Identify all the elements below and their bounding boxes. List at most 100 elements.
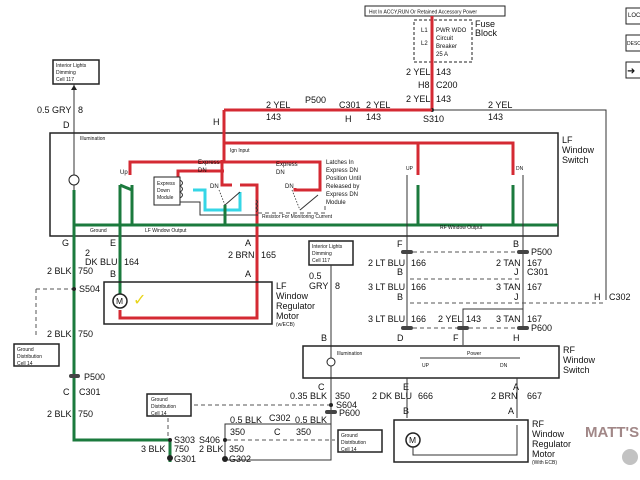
wire-143-e: 143 [488,112,503,122]
wire-brn-lf: 2 BRN [228,250,255,260]
gry-wire-8-rf [225,265,332,461]
interior-lights-cell-top[interactable] [52,59,100,85]
conn-c301-rf: C301 [527,267,549,277]
wire-143-a: 143 [436,67,451,77]
module-line-3: Module [157,195,174,201]
lf-motor-sub: (w/ECB) [276,322,295,328]
loc-icon[interactable] [625,7,640,25]
wire-166-b: 166 [411,282,426,292]
splice-dot-s504 [72,287,76,291]
splice-s303: S303 [174,435,195,445]
yel-143-to-rf [462,308,523,345]
arrow-up-icon [71,85,77,90]
resistor-note: Resistor For Monitoring Current [262,214,333,220]
wire-2yel-d: 2 YEL [366,100,390,110]
conn-h8: H8 [418,80,430,90]
bus-143-black [432,109,607,300]
conn-c301-top: C301 [339,100,361,110]
gdr-2: Distribution [341,440,366,446]
pin-h-top: H [345,114,352,124]
lf-motor-box[interactable] [103,281,273,325]
power-note-box [364,5,506,17]
pin-b-c302: B [397,292,403,302]
desc-icon[interactable] [625,34,640,52]
ground-wire-750 [72,190,170,442]
lf-dn-label: DN [210,184,219,190]
cell-117-line3: Cell 117 [56,77,74,83]
resistor-dash [258,205,326,214]
p500-lf-symbol [69,374,80,378]
arrow-icon[interactable] [625,61,640,79]
gdl-2: Distribution [17,354,42,360]
fuse-block-label-1: Fuse [475,19,495,29]
wire-blk05-b: 0.5 BLK [295,415,327,425]
rf-switch-label-1: RF [563,345,575,355]
pin-f-top: F [397,239,403,249]
lf-red-express [224,160,322,192]
pin-b-rfm: B [403,406,409,416]
latch-note-2: Express DN [326,168,358,174]
rf-motor-box[interactable] [393,419,529,463]
ign-input-label: Ign Input [230,148,250,154]
splice-s406: S406 [199,435,220,445]
pin-h-c302: H [594,292,601,302]
wire-350-d: 350 [229,444,244,454]
lf-window-switch-box[interactable] [49,132,559,237]
p600-rf-symbol [325,410,337,414]
lf-motor-label-2: Window [276,291,309,301]
pin-a-rf: A [513,382,519,392]
lf-red-up-feed [128,110,226,175]
rf-dn-label: DN [516,166,524,172]
pin-d-lf: D [63,120,70,130]
conn-p500-top: P500 [305,95,326,105]
p600-d-symbol [401,326,413,330]
pin-b-lf: B [110,269,116,279]
wire-165: 165 [261,250,276,260]
wire-tan-2: 2 TAN [496,258,521,268]
wire-143-b: 143 [436,94,451,104]
ground-dist-cell-right[interactable] [337,429,383,453]
rf-up-sw-label: UP [422,363,430,369]
rf-dn-sw-label: DN [500,363,508,369]
lf-up-label: Up [120,170,128,176]
desc-icon-text: DESC [627,41,640,47]
conn-p600-rf: P600 [531,323,552,333]
wire-750-4: 750 [174,444,189,454]
rf-motor-label-1: RF [532,419,544,429]
conn-c302-rf: C302 [609,292,631,302]
rf-window-switch-box[interactable] [302,345,560,379]
gdm-3: Cell 14 [151,411,167,417]
module-line-1: Express [157,181,176,187]
wire-2yel-a: 2 YEL [406,67,430,77]
express-dn-2a: Express [276,162,298,168]
wire-2yel-rf: 2 YEL [438,314,462,324]
latch-note-3: Position Until [326,176,361,182]
power-note: Hot In ACCY,RUN Or Retained Accessory Po… [369,10,477,16]
checkmark-icon: ✓ [133,292,146,309]
ground-dist-cell-left[interactable] [13,343,60,367]
module-line-2: Down [157,188,170,194]
lf-switch-label-1: LF [562,135,573,145]
pin-a-lf: A [245,238,251,248]
pin-c-c302: C [274,427,281,437]
lf-motor-symbol: M [116,296,123,306]
wire-blk-2: 2 BLK [47,329,72,339]
splice-s504: S504 [79,284,100,294]
breaker-line-3: Breaker [436,44,457,50]
pin-b-top: B [513,239,519,249]
ground-dist-cell-mid[interactable] [146,393,192,417]
gdr-3: Cell 14 [341,447,357,453]
wire-tan-3b: 3 TAN [496,314,521,324]
lf-motor-label-1: LF [276,281,287,291]
wire-166-c: 166 [411,314,426,324]
rf-motor-internal [412,425,518,456]
pin-h-rf: H [513,333,520,343]
rf-power-label: Power [467,351,482,357]
wire-2yel-c: 2 YEL [266,100,290,110]
rf-output-label: RF Window Output [440,225,483,231]
rf-illumination-label: Illumination [337,351,363,357]
lf-illumination-label: Illumination [80,136,106,142]
wire-blk-2b: 2 BLK [199,444,224,454]
lf-switch-label-2: Window [562,145,595,155]
cell-117m-line1: Interior Lights [312,244,343,250]
